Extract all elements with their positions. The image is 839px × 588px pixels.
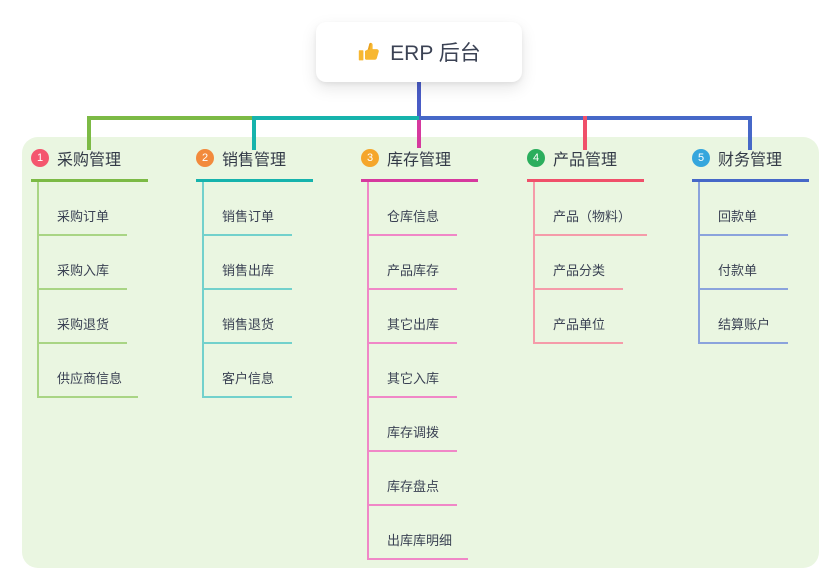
branch-title: 销售管理 <box>222 152 287 169</box>
branch-product: 4 产品管理 产品（物料） 产品分类 产品单位 <box>527 146 657 344</box>
connector-bus-teal <box>252 116 421 120</box>
branch-number-badge: 1 <box>31 149 49 167</box>
branch-number-badge: 2 <box>196 149 214 167</box>
child-node[interactable]: 供应商信息 <box>39 344 139 398</box>
child-node[interactable]: 回款单 <box>700 182 788 236</box>
branch-children: 回款单 付款单 结算账户 <box>698 182 822 344</box>
branch-node[interactable]: 4 产品管理 <box>527 146 644 182</box>
thumbs-up-icon <box>358 42 379 61</box>
root-node[interactable]: ERP 后台 <box>316 22 522 82</box>
child-node[interactable]: 采购入库 <box>39 236 127 290</box>
branch-procurement: 1 采购管理 采购订单 采购入库 采购退货 供应商信息 <box>31 146 161 398</box>
branch-number-badge: 3 <box>361 149 379 167</box>
branch-children: 仓库信息 产品库存 其它出库 其它入库 库存调拨 库存盘点 出库库明细 <box>367 182 491 560</box>
branch-node[interactable]: 2 销售管理 <box>196 146 313 182</box>
branch-number-badge: 5 <box>692 149 710 167</box>
child-node[interactable]: 其它出库 <box>369 290 457 344</box>
branch-sales: 2 销售管理 销售订单 销售出库 销售退货 客户信息 <box>196 146 326 398</box>
branch-children: 销售订单 销售出库 销售退货 客户信息 <box>202 182 326 398</box>
connector-drop-4 <box>583 116 587 150</box>
branch-title: 财务管理 <box>718 152 783 169</box>
child-node[interactable]: 产品库存 <box>369 236 457 290</box>
connector-drop-2 <box>252 116 256 150</box>
branches-panel <box>22 137 819 568</box>
branch-title: 产品管理 <box>553 152 618 169</box>
connector-bus-green <box>87 116 254 120</box>
child-node[interactable]: 客户信息 <box>204 344 292 398</box>
child-node[interactable]: 产品（物料） <box>535 182 648 236</box>
branch-children: 采购订单 采购入库 采购退货 供应商信息 <box>37 182 161 398</box>
child-node[interactable]: 销售出库 <box>204 236 292 290</box>
child-node[interactable]: 销售订单 <box>204 182 292 236</box>
child-node[interactable]: 采购订单 <box>39 182 127 236</box>
child-node[interactable]: 仓库信息 <box>369 182 457 236</box>
child-node[interactable]: 其它入库 <box>369 344 457 398</box>
branch-number-badge: 4 <box>527 149 545 167</box>
branch-title: 库存管理 <box>387 152 452 169</box>
child-node[interactable]: 库存盘点 <box>369 452 457 506</box>
connector-drop-1 <box>87 116 91 150</box>
child-node[interactable]: 产品分类 <box>535 236 623 290</box>
child-node[interactable]: 结算账户 <box>700 290 788 344</box>
branch-children: 产品（物料） 产品分类 产品单位 <box>533 182 657 344</box>
connector-root-stem <box>417 82 421 120</box>
child-node[interactable]: 付款单 <box>700 236 788 290</box>
child-node[interactable]: 产品单位 <box>535 290 623 344</box>
branch-inventory: 3 库存管理 仓库信息 产品库存 其它出库 其它入库 库存调拨 库存盘点 出库库… <box>361 146 491 560</box>
branch-title: 采购管理 <box>57 152 122 169</box>
child-node[interactable]: 库存调拨 <box>369 398 457 452</box>
branch-node[interactable]: 1 采购管理 <box>31 146 148 182</box>
child-node[interactable]: 出库库明细 <box>369 506 469 560</box>
branch-finance: 5 财务管理 回款单 付款单 结算账户 <box>692 146 822 344</box>
root-node-label: ERP 后台 <box>390 42 481 65</box>
connector-drop-5 <box>748 116 752 150</box>
child-node[interactable]: 销售退货 <box>204 290 292 344</box>
connector-drop-3 <box>417 120 421 148</box>
branch-node[interactable]: 5 财务管理 <box>692 146 809 182</box>
branch-node[interactable]: 3 库存管理 <box>361 146 478 182</box>
child-node[interactable]: 采购退货 <box>39 290 127 344</box>
